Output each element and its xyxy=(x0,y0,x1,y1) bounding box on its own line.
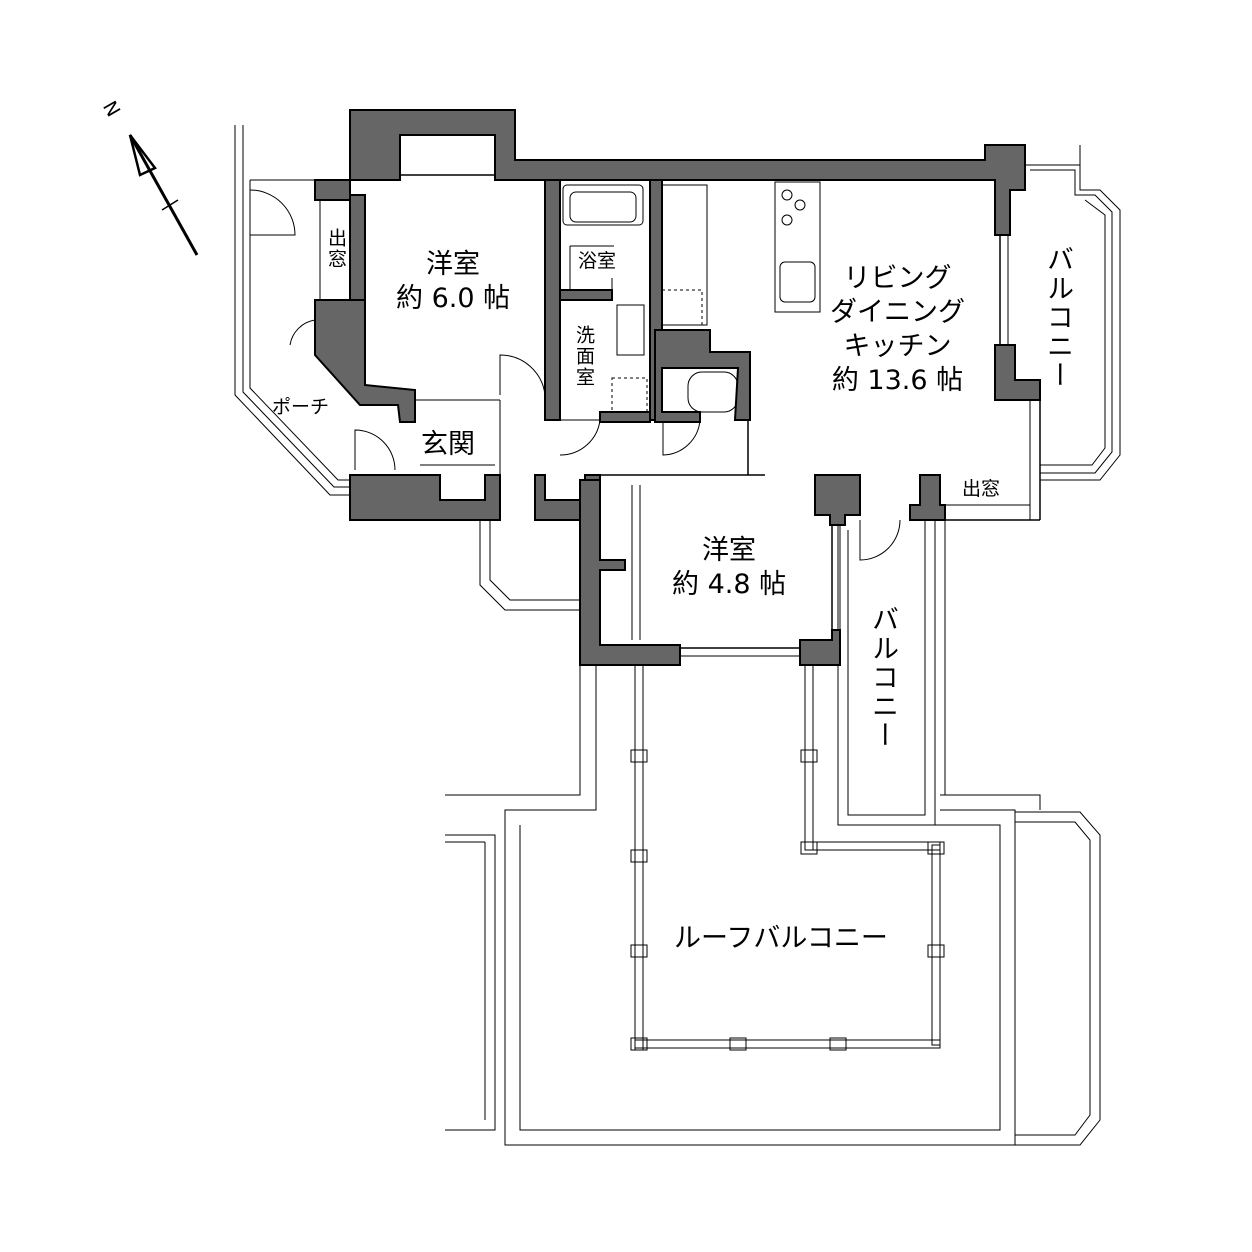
bedroom2-size: 約 4.8 帖 xyxy=(672,569,787,600)
balcony-right-label: バルコニー xyxy=(1042,245,1073,390)
ldk-size: 約 13.6 帖 xyxy=(831,365,964,396)
north-arrow-icon xyxy=(128,134,199,256)
bedroom1-label: 洋室 約 6.0 帖 xyxy=(396,248,510,316)
roof-balcony-label: ルーフバルコニー xyxy=(674,923,888,954)
bay-window-left-label: 出窓 xyxy=(325,228,347,270)
ldk-line1: リビング xyxy=(843,263,952,294)
porch-outline xyxy=(234,125,396,496)
bedroom2-name: 洋室 xyxy=(702,535,757,566)
bedroom1-size: 約 6.0 帖 xyxy=(396,283,511,314)
ldk-line3: キッチン xyxy=(843,331,952,362)
bay-window-right-label: 出窓 xyxy=(962,478,1001,500)
walls xyxy=(314,109,1041,666)
balcony-right-outline xyxy=(945,145,1121,521)
roof-balcony-outline xyxy=(445,519,1101,1146)
ldk-label: リビング ダイニング キッチン 約 13.6 帖 xyxy=(830,262,965,398)
washroom-label: 洗面室 xyxy=(573,325,595,388)
ldk-line2: ダイニング xyxy=(830,297,965,328)
bedroom1-name: 洋室 xyxy=(426,249,481,280)
bedroom2-label: 洋室 約 4.8 帖 xyxy=(672,534,786,602)
balcony-mid-label: バルコニー xyxy=(867,605,898,750)
bath-label: 浴室 xyxy=(578,250,617,272)
entrance-label: 玄関 xyxy=(421,429,475,460)
porch-label: ポーチ xyxy=(272,396,330,418)
